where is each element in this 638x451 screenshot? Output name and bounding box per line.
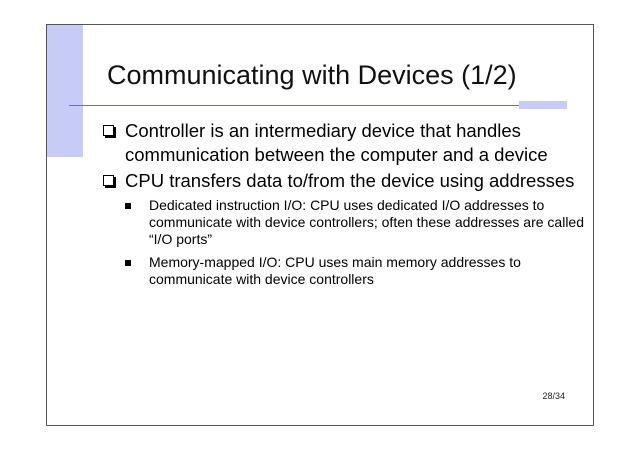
checkbox-icon	[103, 175, 114, 186]
rule-tab	[519, 101, 567, 109]
page-number: 28/34	[542, 391, 565, 401]
sub-bullet-text: Memory-mapped I/O: CPU uses main memory …	[149, 254, 521, 287]
sub-bullet-text: Dedicated instruction I/O: CPU uses dedi…	[149, 197, 584, 247]
bullet-text: CPU transfers data to/from the device us…	[125, 170, 575, 191]
sub-bullet-item: Memory-mapped I/O: CPU uses main memory …	[103, 254, 589, 288]
accent-bar	[47, 25, 83, 157]
slide: Communicating with Devices (1/2) Control…	[46, 24, 594, 426]
square-bullet-icon	[125, 260, 131, 266]
title-rule	[69, 105, 519, 106]
bullet-item: Controller is an intermediary device tha…	[103, 119, 583, 167]
slide-content: Controller is an intermediary device tha…	[103, 119, 584, 294]
bullet-text: Controller is an intermediary device tha…	[125, 120, 548, 165]
slide-title: Communicating with Devices (1/2)	[107, 60, 517, 90]
bullet-item: CPU transfers data to/from the device us…	[103, 169, 583, 193]
square-bullet-icon	[125, 203, 131, 209]
sub-bullet-item: Dedicated instruction I/O: CPU uses dedi…	[103, 197, 589, 248]
checkbox-icon	[103, 125, 114, 136]
